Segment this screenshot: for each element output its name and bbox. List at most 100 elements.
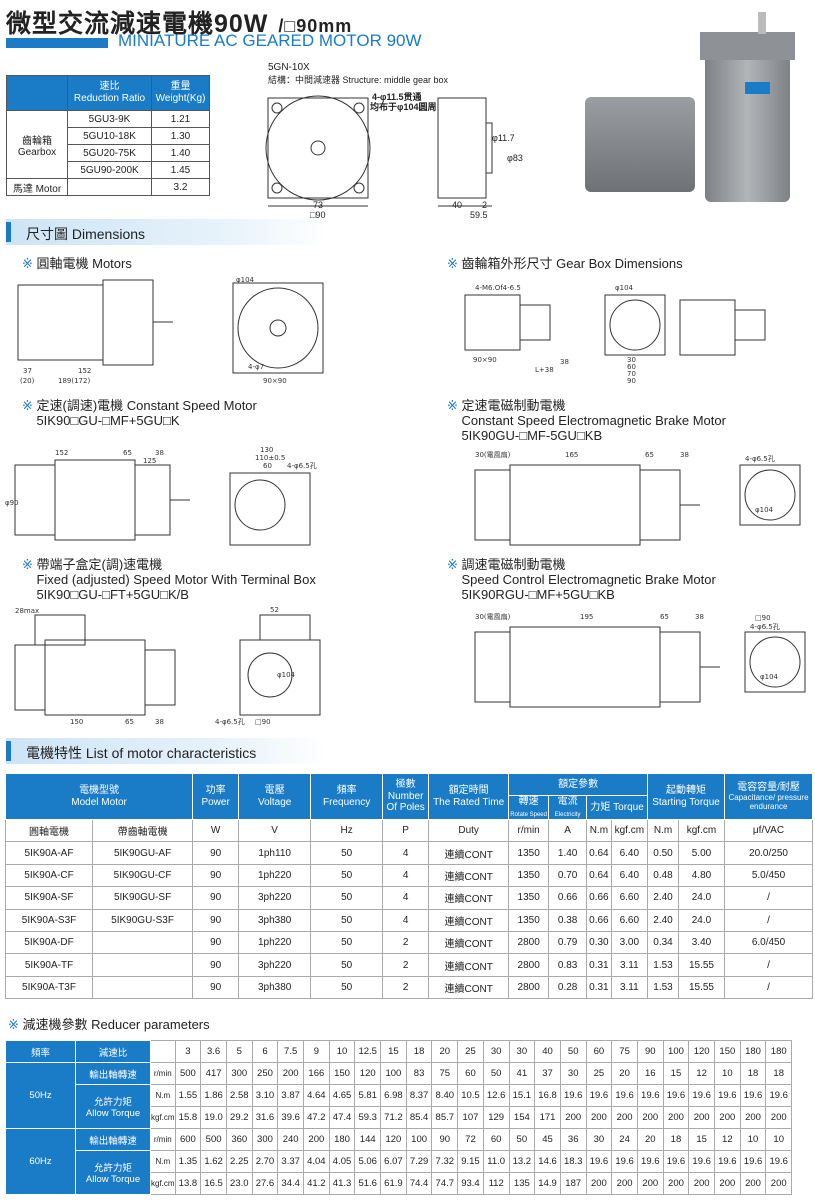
terminal-box-drawing: 28max 52 150 65 38 4-φ6.5孔 □90 φ104	[14, 606, 321, 726]
table-cell: 1350	[508, 841, 550, 865]
table-cell: 連續CONT	[428, 953, 510, 977]
value-cell: 1.86	[200, 1084, 227, 1107]
unit-cell: kgf.cm	[677, 818, 726, 843]
value-cell: 19.6	[765, 1150, 793, 1173]
value-cell: 15.8	[174, 1106, 202, 1129]
dim-label: 90	[627, 377, 636, 385]
value-cell: 18.3	[559, 1150, 587, 1173]
value-cell: 200	[765, 1172, 793, 1195]
brake-motor-drawing: 30(電風扇) 165 65 38 4-φ6.5孔 φ104	[474, 450, 801, 546]
value-cell: 20	[611, 1062, 638, 1085]
dim-label: 4-φ7	[248, 363, 264, 371]
dim-label: □90	[755, 614, 771, 622]
table-cell: 3ph380	[238, 975, 312, 1000]
table-cell: 4	[382, 908, 430, 932]
value-cell: 19.6	[714, 1150, 741, 1173]
table-cell: 0.28	[548, 975, 588, 1000]
unit-cell: r/min	[150, 1062, 176, 1085]
value-cell: 100	[405, 1128, 433, 1151]
value-cell: 60	[482, 1128, 510, 1151]
drawing-title-terminal: ※ 帶端子盒定(調)速電機 Fixed (adjusted) Speed Mot…	[22, 557, 316, 602]
torque-cn: 允許力矩	[93, 1163, 132, 1174]
value-cell: 61.9	[380, 1172, 407, 1195]
value-cell: 360	[225, 1128, 253, 1151]
value-cell: 200	[559, 1106, 587, 1129]
table-cell: 1.53	[647, 975, 679, 1000]
value-cell: 200	[662, 1106, 690, 1129]
dim: 59.5	[470, 210, 488, 220]
table-cell: 1.53	[647, 953, 679, 977]
dim-label: 189(172)	[58, 377, 90, 385]
ratio-cell: 3.6	[200, 1040, 227, 1063]
table-cell: 連續CONT	[428, 930, 510, 955]
value-cell: 15.1	[508, 1084, 536, 1107]
value-cell: 27.6	[251, 1172, 279, 1195]
value-cell: 3.37	[277, 1150, 304, 1173]
value-cell: 12.6	[482, 1084, 510, 1107]
value-cell: 93.4	[457, 1172, 484, 1195]
dim: 2	[482, 200, 488, 210]
dim: φ11.7	[492, 133, 515, 143]
dim-label: L+38	[535, 366, 554, 374]
table-cell: 1ph220	[238, 930, 312, 955]
table-cell: 5.00	[677, 841, 726, 865]
value-cell: 72	[457, 1128, 484, 1151]
value-cell: 4.04	[303, 1150, 330, 1173]
dim-label: φ104	[277, 671, 296, 679]
value-cell: 200	[739, 1106, 767, 1129]
ratio-cell: 7.5	[277, 1040, 304, 1063]
value-cell: 180	[328, 1128, 356, 1151]
value-cell: 39.6	[277, 1106, 304, 1129]
table-cell: 0.79	[548, 930, 588, 955]
value-cell: 74.4	[405, 1172, 433, 1195]
value-cell: 200	[277, 1062, 304, 1085]
table-cell: 24.0	[677, 886, 726, 910]
value-cell: 41.2	[303, 1172, 330, 1195]
dim-label: 165	[565, 451, 578, 459]
table-cell: 15.55	[677, 953, 726, 977]
value-cell: 200	[636, 1172, 664, 1195]
product-photo	[560, 12, 810, 222]
unit-cell: P	[382, 818, 430, 843]
table-cell: 6.60	[610, 908, 649, 932]
value-cell: 20	[636, 1128, 664, 1151]
table-cell: /	[724, 975, 813, 1000]
ratio-cell: 10	[328, 1040, 356, 1063]
value-cell: 71.2	[380, 1106, 407, 1129]
gearbox-drawing	[265, 95, 493, 207]
speed-label: 輸出軸轉速	[75, 1062, 151, 1085]
dim-label: 52	[270, 606, 279, 614]
value-cell: 135	[508, 1172, 536, 1195]
table-cell: 4.80	[677, 863, 726, 888]
table-cell: 2	[382, 930, 430, 955]
value-cell: 1.35	[174, 1150, 202, 1173]
value-cell: 13.2	[508, 1150, 536, 1173]
table-cell: 連續CONT	[428, 863, 510, 888]
value-cell: 250	[251, 1062, 279, 1085]
unit-cell: N.m	[150, 1084, 176, 1107]
page-subtitle: MINIATURE AC GEARED MOTOR 90W	[118, 31, 422, 50]
dim-label: 90×90	[473, 356, 497, 364]
table-cell: 5IK90GU-AF	[92, 841, 194, 865]
dim-label: 60	[263, 462, 272, 470]
table-cell: 50	[310, 975, 384, 1000]
value-cell: 25	[585, 1062, 613, 1085]
table-cell: 5IK90A-SF	[4, 886, 94, 910]
freq-cell: 60Hz	[5, 1128, 76, 1195]
value-cell: 166	[303, 1062, 330, 1085]
dim: φ83	[507, 153, 523, 163]
dim-label: 65	[125, 718, 134, 726]
table-cell: 2.40	[647, 908, 679, 932]
table-cell	[92, 953, 194, 977]
dim-label: 30	[627, 356, 636, 364]
table-cell: 5IK90A-T3F	[4, 975, 94, 1000]
value-cell: 150	[328, 1062, 356, 1085]
unit-cell: kgf.cm	[150, 1172, 176, 1195]
table-cell	[92, 975, 194, 1000]
value-cell: 10	[739, 1128, 767, 1151]
